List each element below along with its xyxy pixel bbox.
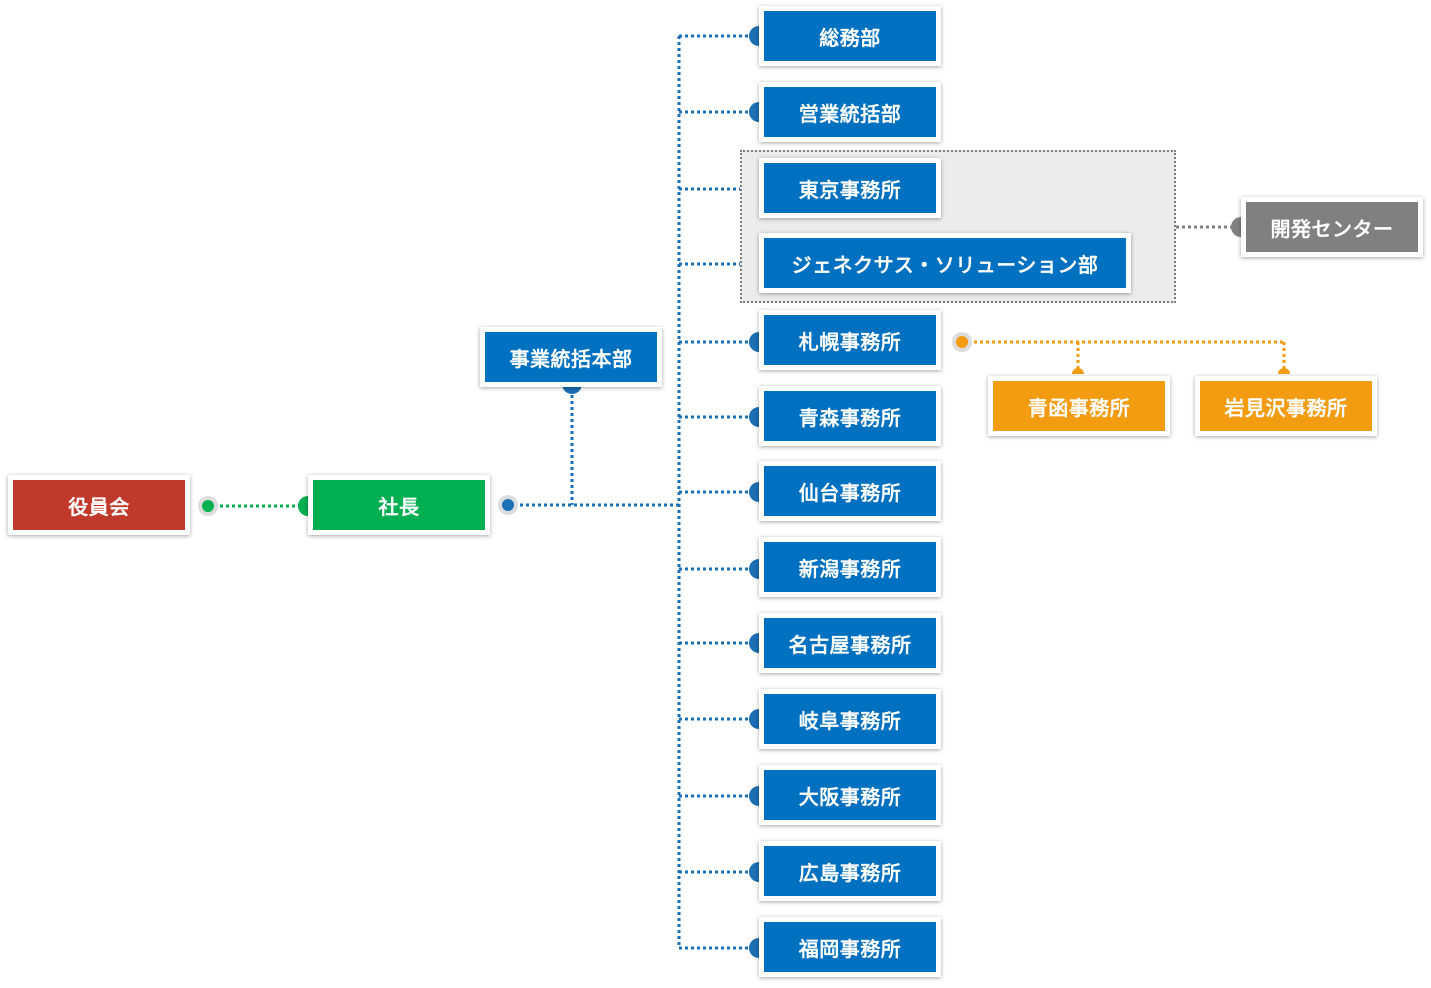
port-dev-center [1231,217,1241,237]
port-sapporo [749,332,759,352]
node-board[interactable]: 役員会 [8,475,190,535]
node-hiroshima[interactable]: 広島事務所 [759,841,941,901]
node-president[interactable]: 社長 [308,475,490,535]
node-tokyo[interactable]: 東京事務所 [759,158,941,218]
node-eigyo[interactable]: 営業統括部 [759,82,941,142]
node-sapporo[interactable]: 札幌事務所 [759,310,941,370]
node-nagoya-label: 名古屋事務所 [764,618,936,668]
node-osaka[interactable]: 大阪事務所 [759,765,941,825]
node-iwamizawa[interactable]: 岩見沢事務所 [1195,376,1377,436]
node-gifu[interactable]: 岐阜事務所 [759,689,941,749]
port-nagoya [749,633,759,653]
node-nagoya[interactable]: 名古屋事務所 [759,613,941,673]
port-hiroshima [749,862,759,882]
node-dev-center[interactable]: 開発センター [1241,197,1423,257]
port-sendai [749,482,759,502]
node-hiroshima-label: 広島事務所 [764,846,936,896]
node-hakodate-label: 青函事務所 [993,381,1165,431]
node-hq-label: 事業統括本部 [485,332,657,382]
node-sendai-label: 仙台事務所 [764,466,936,516]
node-iwamizawa-label: 岩見沢事務所 [1200,381,1372,431]
port-osaka [749,786,759,806]
node-sendai[interactable]: 仙台事務所 [759,461,941,521]
port-eigyo [749,102,759,122]
node-hq[interactable]: 事業統括本部 [480,327,662,387]
port-soumu [749,26,759,46]
node-sapporo-label: 札幌事務所 [764,315,936,365]
node-niigata-label: 新潟事務所 [764,542,936,592]
node-soumu[interactable]: 総務部 [759,6,941,66]
port-aomori [749,407,759,427]
port-fukuoka [749,938,759,958]
node-osaka-label: 大阪事務所 [764,770,936,820]
node-dev-center-label: 開発センター [1246,202,1418,252]
node-president-label: 社長 [313,480,485,530]
node-aomori-label: 青森事務所 [764,391,936,441]
port-gifu [749,709,759,729]
node-gifu-label: 岐阜事務所 [764,694,936,744]
node-board-label: 役員会 [13,480,185,530]
port-president [298,496,308,516]
node-niigata[interactable]: 新潟事務所 [759,537,941,597]
node-genexus-label: ジェネクサス・ソリューション部 [764,238,1126,288]
port-iwamizawa [1278,368,1290,374]
node-aomori[interactable]: 青森事務所 [759,386,941,446]
port-niigata [749,559,759,579]
port-hakodate [1072,368,1084,374]
node-hakodate[interactable]: 青函事務所 [988,376,1170,436]
node-eigyo-label: 営業統括部 [764,87,936,137]
node-fukuoka-label: 福岡事務所 [764,922,936,972]
node-fukuoka[interactable]: 福岡事務所 [759,917,941,977]
node-genexus[interactable]: ジェネクサス・ソリューション部 [759,233,1131,293]
node-tokyo-label: 東京事務所 [764,163,936,213]
node-soumu-label: 総務部 [764,11,936,61]
